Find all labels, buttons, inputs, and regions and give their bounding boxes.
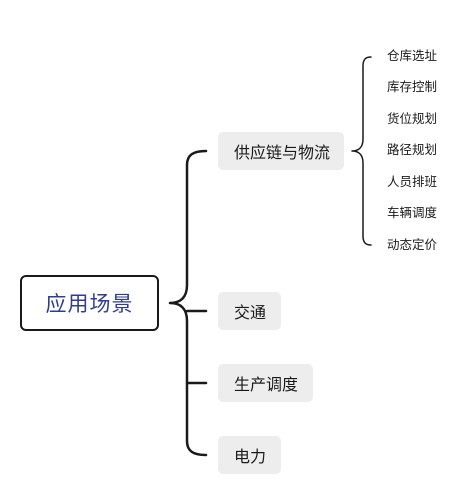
leaf-label: 动态定价 — [387, 237, 438, 252]
root-label: 应用场景 — [45, 292, 134, 316]
supply-chain-brace — [351, 56, 372, 246]
branch-label: 生产调度 — [234, 375, 299, 394]
leaf-label: 仓库选址 — [387, 48, 438, 63]
leaf-label: 路径规划 — [387, 142, 438, 157]
leaf-label: 车辆调度 — [387, 205, 438, 220]
leaf-label: 货位规划 — [387, 111, 438, 126]
leaf-node-staff-scheduling[interactable]: 人员排班 — [387, 174, 437, 190]
branch-node-power[interactable]: 电力 — [218, 436, 281, 474]
leaf-node-route-planning[interactable]: 路径规划 — [387, 142, 437, 158]
branch-node-supply-chain[interactable]: 供应链与物流 — [218, 132, 344, 170]
branch-node-production-scheduling[interactable]: 生产调度 — [218, 364, 313, 402]
leaf-label: 库存控制 — [387, 79, 438, 94]
branch-label: 供应链与物流 — [234, 143, 331, 162]
root-node[interactable]: 应用场景 — [20, 275, 159, 331]
root-brace — [168, 149, 208, 457]
leaf-node-slot-planning[interactable]: 货位规划 — [387, 111, 437, 127]
leaf-label: 人员排班 — [387, 174, 438, 189]
leaf-node-vehicle-dispatch[interactable]: 车辆调度 — [387, 205, 437, 221]
branch-node-traffic[interactable]: 交通 — [218, 292, 281, 330]
branch-label: 交通 — [234, 303, 267, 322]
leaf-node-inventory-control[interactable]: 库存控制 — [387, 79, 437, 95]
leaf-node-dynamic-pricing[interactable]: 动态定价 — [387, 237, 437, 253]
leaf-node-warehouse-location[interactable]: 仓库选址 — [387, 48, 437, 64]
branch-label: 电力 — [234, 447, 267, 466]
